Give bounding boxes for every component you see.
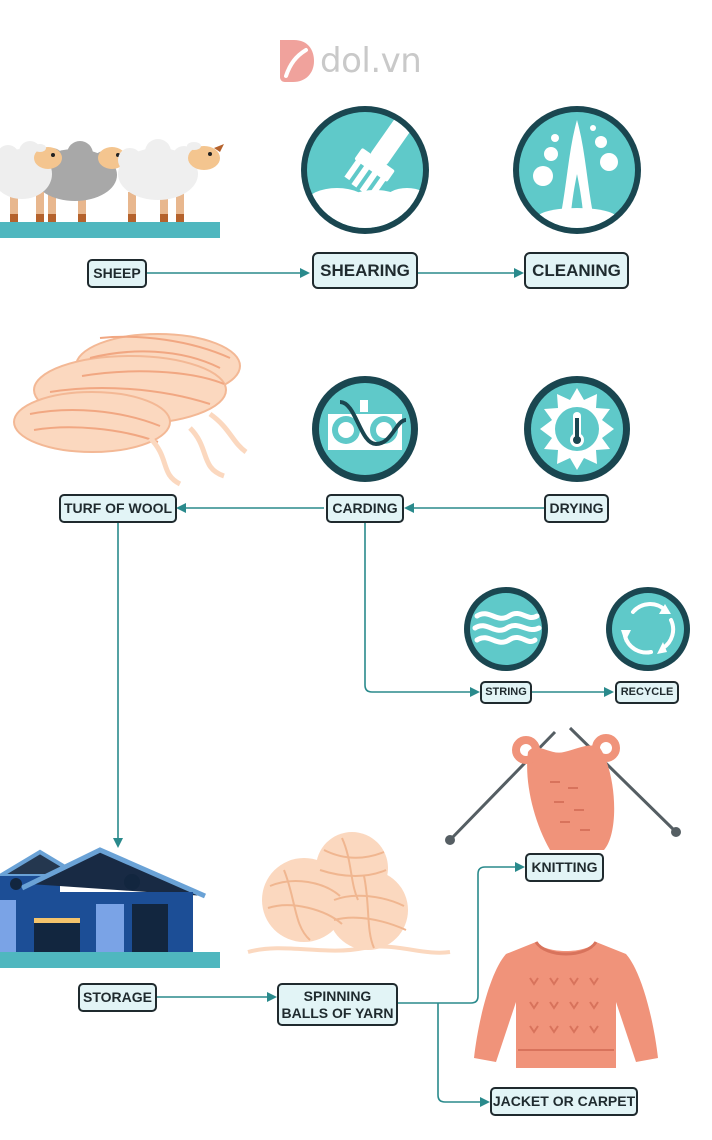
- storage-warehouse-illustration: [0, 847, 220, 968]
- logo-text: dol.vn: [320, 41, 422, 81]
- shears-icon: [301, 106, 429, 234]
- label-string: STRING: [480, 681, 532, 704]
- label-spinning-balls-of-yarn: SPINNING BALLS OF YARN: [277, 983, 398, 1026]
- wool-turf-illustration: [13, 333, 248, 487]
- label-drying: DRYING: [544, 494, 609, 523]
- label-turf-of-wool: TURF OF WOOL: [59, 494, 177, 523]
- label-knitting: KNITTING: [525, 853, 604, 882]
- water-spray-icon: [513, 106, 641, 234]
- carding-rollers-icon: [312, 376, 418, 482]
- label-storage: STORAGE: [78, 983, 157, 1012]
- label-sheep: SHEEP: [87, 259, 147, 288]
- knitting-illustration: [445, 726, 681, 850]
- logo-mark-icon: [280, 40, 314, 82]
- wool-strands-icon: [464, 587, 548, 671]
- label-carding: CARDING: [326, 494, 404, 523]
- arrow-carding-to-string: [364, 523, 480, 697]
- arrow-spinning-to-jacket: [437, 1003, 490, 1107]
- label-shearing: SHEARING: [312, 252, 418, 289]
- label-jacket-or-carpet: JACKET OR CARPET: [490, 1087, 638, 1116]
- sheep-illustration: [0, 139, 224, 238]
- brand-logo: dol.vn: [276, 38, 422, 84]
- label-recycle: RECYCLE: [615, 681, 679, 704]
- jacket-illustration: [474, 941, 658, 1068]
- label-cleaning: CLEANING: [524, 252, 629, 289]
- yarn-balls-illustration: [247, 832, 451, 955]
- sun-thermometer-icon: [524, 376, 630, 482]
- arrow-spinning-to-knitting: [398, 862, 525, 1004]
- recycle-icon: [606, 587, 690, 671]
